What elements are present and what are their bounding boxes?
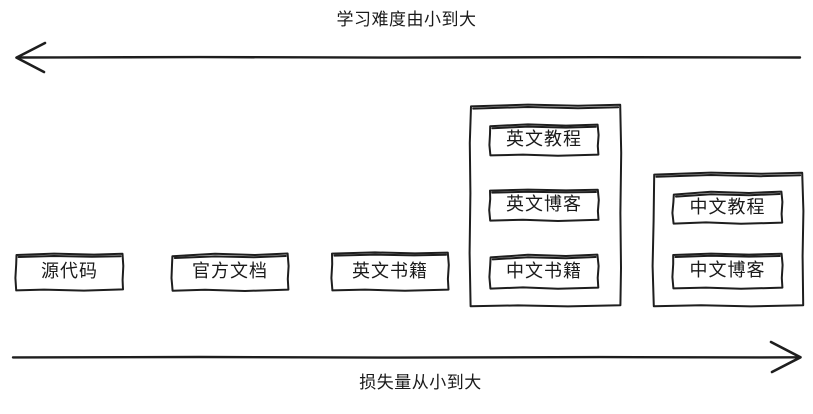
node-label: 英文博客 (506, 194, 582, 215)
sketch-rect-border (330, 251, 450, 292)
node-source-code[interactable]: 源代码 (14, 252, 125, 292)
node-label: 官方文档 (192, 261, 268, 282)
node-official-docs[interactable]: 官方文档 (170, 252, 290, 292)
sketch-rect-border (488, 253, 600, 290)
sketch-rect-border (671, 190, 784, 225)
node-label: 中文书籍 (506, 260, 582, 282)
node-chinese-tutorial[interactable]: 中文教程 (671, 190, 784, 225)
arrow-right-icon (11, 340, 802, 374)
sketch-rect-border (488, 188, 600, 222)
sketch-rect-border (671, 252, 784, 290)
node-english-books[interactable]: 英文书籍 (330, 251, 450, 292)
node-label: 英文书籍 (352, 260, 428, 282)
node-label: 源代码 (41, 261, 98, 282)
group-chinese-tutorials[interactable]: 中文教程 中文博客 (651, 171, 805, 308)
node-chinese-books-inner[interactable]: 中文书籍 (488, 253, 600, 290)
node-label: 中文教程 (689, 196, 766, 218)
sketch-rect-border (651, 171, 805, 308)
node-label: 英文教程 (506, 129, 582, 150)
sketch-rect-border (468, 103, 623, 308)
arrow-left-icon (15, 41, 802, 74)
node-english-tutorial[interactable]: 英文教程 (488, 123, 600, 157)
group-english-tutorials[interactable]: 英文教程 英文博客 中文书籍 (468, 103, 623, 308)
bottom-axis-label: 损失量从小到大 (359, 373, 482, 393)
top-axis-label: 学习难度由小到大 (336, 10, 477, 30)
node-english-blog[interactable]: 英文博客 (488, 188, 600, 222)
sketch-rect-border (488, 123, 600, 157)
sketch-rect-border (14, 252, 125, 292)
node-label: 中文博客 (689, 260, 766, 281)
node-chinese-blog[interactable]: 中文博客 (671, 252, 784, 290)
sketch-rect-border (170, 252, 290, 292)
